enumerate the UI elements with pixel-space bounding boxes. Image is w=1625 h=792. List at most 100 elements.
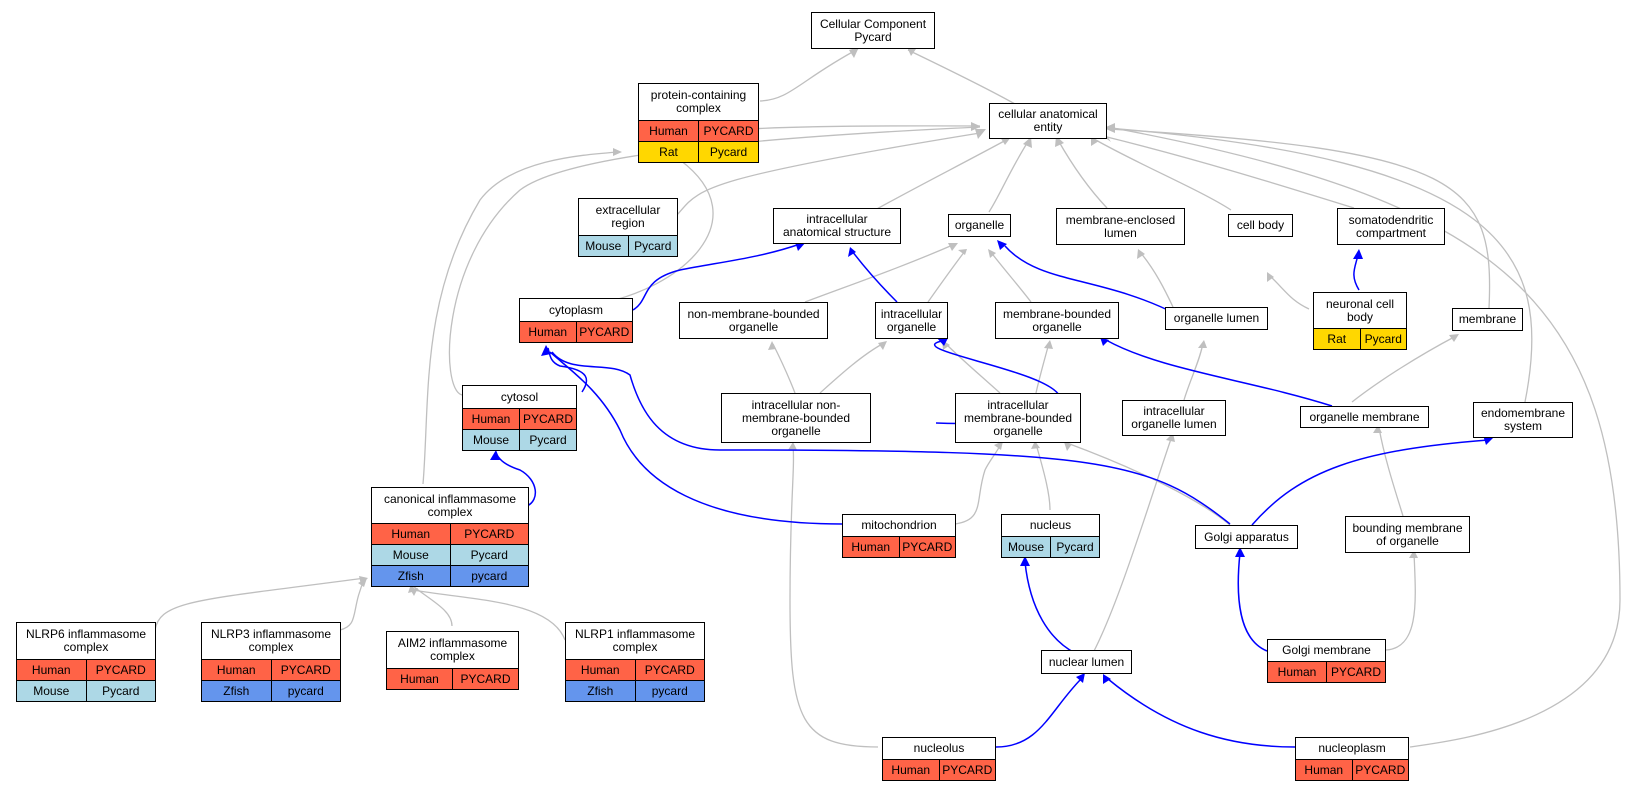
arrowhead <box>878 341 887 350</box>
node-title: Cellular Component Pycard <box>819 16 927 44</box>
node-somatodendritic-compartment[interactable]: somatodendritic compartment <box>1337 208 1445 245</box>
edge-line <box>1269 275 1310 310</box>
edge-line <box>676 132 981 216</box>
edge-line <box>995 677 1083 748</box>
ortholog-row: Human PYCARD <box>843 536 955 557</box>
node-title: bounding membrane of organelle <box>1352 520 1463 548</box>
species-cell: Rat <box>639 142 698 162</box>
ortholog-row: Human PYCARD <box>17 659 155 680</box>
ortholog-row: Human PYCARD <box>520 321 632 342</box>
node-intracellular-organelle-lumen[interactable]: intracellular organelle lumen <box>1122 400 1226 436</box>
node-nlrp1-inflammasome-complex[interactable]: NLRP1 inflammasome complex Human PYCARD … <box>565 622 705 702</box>
node-nlrp3-inflammasome-complex[interactable]: NLRP3 inflammasome complex Human PYCARD … <box>201 622 341 702</box>
node-extracellular-region[interactable]: extracellular region Mouse Pycard <box>578 198 678 257</box>
node-organelle-membrane[interactable]: organelle membrane <box>1300 406 1429 428</box>
arrowhead <box>795 242 806 251</box>
node-title: membrane-enclosed lumen <box>1065 212 1176 240</box>
node-organelle[interactable]: organelle <box>948 214 1011 237</box>
node-title: Golgi apparatus <box>1204 529 1289 544</box>
node-cellular-component[interactable]: Cellular Component Pycard <box>811 12 935 49</box>
edge-line <box>1035 443 1051 511</box>
edge-line <box>759 48 859 102</box>
node-bounding-membrane-of-organelle[interactable]: bounding membrane of organelle <box>1345 516 1470 553</box>
node-title: intracellular organelle <box>880 306 943 334</box>
node-title: nucleoplasm <box>1318 741 1386 755</box>
node-aim2-inflammasome-complex[interactable]: AIM2 inflammasome complex Human PYCARD <box>386 631 519 690</box>
node-membrane[interactable]: membrane <box>1452 308 1523 331</box>
node-golgi-membrane[interactable]: Golgi membrane Human PYCARD <box>1267 639 1386 683</box>
edge-line <box>1093 138 1232 211</box>
gene-cell: PYCARD <box>449 524 528 544</box>
node-nucleus[interactable]: nucleus Mouse Pycard <box>1001 514 1100 558</box>
arrowhead <box>768 341 776 350</box>
edge-line <box>804 243 956 303</box>
edge-line <box>412 589 566 641</box>
arrowhead <box>1044 340 1053 349</box>
arrowhead <box>1267 272 1274 282</box>
species-cell: Human <box>17 660 86 680</box>
node-cell-body[interactable]: cell body <box>1228 214 1293 237</box>
node-title: nucleolus <box>913 741 965 755</box>
gene-cell: PYCARD <box>1326 662 1385 682</box>
edge-line <box>422 151 619 485</box>
arrowhead <box>997 240 1007 250</box>
gene-cell: PYCARD <box>452 669 518 689</box>
arrowhead <box>848 247 856 257</box>
node-golgi-apparatus[interactable]: Golgi apparatus <box>1195 525 1298 549</box>
arrowhead <box>1000 137 1011 145</box>
edge-line <box>1353 254 1360 291</box>
species-cell: Human <box>843 537 899 557</box>
node-title: organelle <box>954 218 1005 232</box>
node-title: extracellular region <box>595 203 661 230</box>
node-intracellular-anatomical-structure[interactable]: intracellular anatomical structure <box>773 208 901 244</box>
gene-cell: Pycard <box>85 681 155 701</box>
ortholog-row: Human PYCARD <box>1268 661 1385 682</box>
ortholog-row: Human PYCARD <box>1296 759 1408 780</box>
node-mitochondrion[interactable]: mitochondrion Human PYCARD <box>842 514 956 558</box>
ortholog-row: Mouse Pycard <box>372 544 528 565</box>
edge-line <box>549 351 843 525</box>
arrowhead <box>994 441 1003 450</box>
node-membrane-enclosed-lumen[interactable]: membrane-enclosed lumen <box>1056 208 1185 245</box>
node-neuronal-cell-body[interactable]: neuronal cell body Rat Pycard <box>1313 292 1407 350</box>
node-cytoplasm[interactable]: cytoplasm Human PYCARD <box>519 298 633 343</box>
arrowhead <box>1064 442 1072 451</box>
edge-line <box>1107 127 1533 403</box>
node-title: nuclear lumen <box>1048 654 1125 669</box>
node-protein-containing-complex[interactable]: protein-containing complex Human PYCARD … <box>638 83 759 163</box>
node-cytosol[interactable]: cytosol Human PYCARD Mouse Pycard <box>462 385 577 451</box>
gene-cell: Pycard <box>698 142 758 162</box>
node-title: protein-containing complex <box>650 88 747 115</box>
node-nucleoplasm[interactable]: nucleoplasm Human PYCARD <box>1295 737 1409 781</box>
node-title: nucleus <box>1029 518 1072 532</box>
edge-line <box>551 351 1231 525</box>
node-nuclear-lumen[interactable]: nuclear lumen <box>1041 650 1132 674</box>
arrowhead <box>1020 556 1030 566</box>
edge-line <box>1057 139 1108 209</box>
node-non-membrane-bounded-organelle[interactable]: non-membrane-bounded organelle <box>679 302 828 339</box>
node-intracellular-organelle[interactable]: intracellular organelle <box>875 302 948 339</box>
node-canonical-inflammasome-complex[interactable]: canonical inflammasome complex Human PYC… <box>371 487 529 587</box>
node-membrane-bounded-organelle[interactable]: membrane-bounded organelle <box>995 302 1119 339</box>
edge-line <box>632 243 801 311</box>
edge-line <box>339 577 366 631</box>
edge-line <box>1107 128 1491 309</box>
edge-line <box>874 138 1009 211</box>
node-intracellular-membrane-bounded-organelle[interactable]: intracellular membrane-bounded organelle <box>955 393 1081 443</box>
node-nlrp6-inflammasome-complex[interactable]: NLRP6 inflammasome complex Human PYCARD … <box>16 622 156 702</box>
edge-line <box>496 454 536 507</box>
node-nucleolus[interactable]: nucleolus Human PYCARD <box>882 737 996 781</box>
gene-cell: PYCARD <box>898 537 955 557</box>
gene-cell: pycard <box>634 681 704 701</box>
node-endomembrane-system[interactable]: endomembrane system <box>1473 402 1573 438</box>
species-cell: Human <box>1268 662 1326 682</box>
gene-cell: PYCARD <box>270 660 340 680</box>
gene-cell: PYCARD <box>1351 760 1408 780</box>
gene-cell: Pycard <box>519 430 576 450</box>
node-cellular-anatomical-entity[interactable]: cellular anatomical entity <box>989 103 1107 139</box>
node-intracellular-non-membrane-bounded-organelle[interactable]: intracellular non-membrane-bounded organ… <box>721 393 871 443</box>
node-organelle-lumen[interactable]: organelle lumen <box>1165 307 1268 330</box>
ortholog-row: Zfish pycard <box>566 680 704 701</box>
arrowhead <box>613 148 622 156</box>
gene-cell: Pycard <box>1359 329 1406 349</box>
